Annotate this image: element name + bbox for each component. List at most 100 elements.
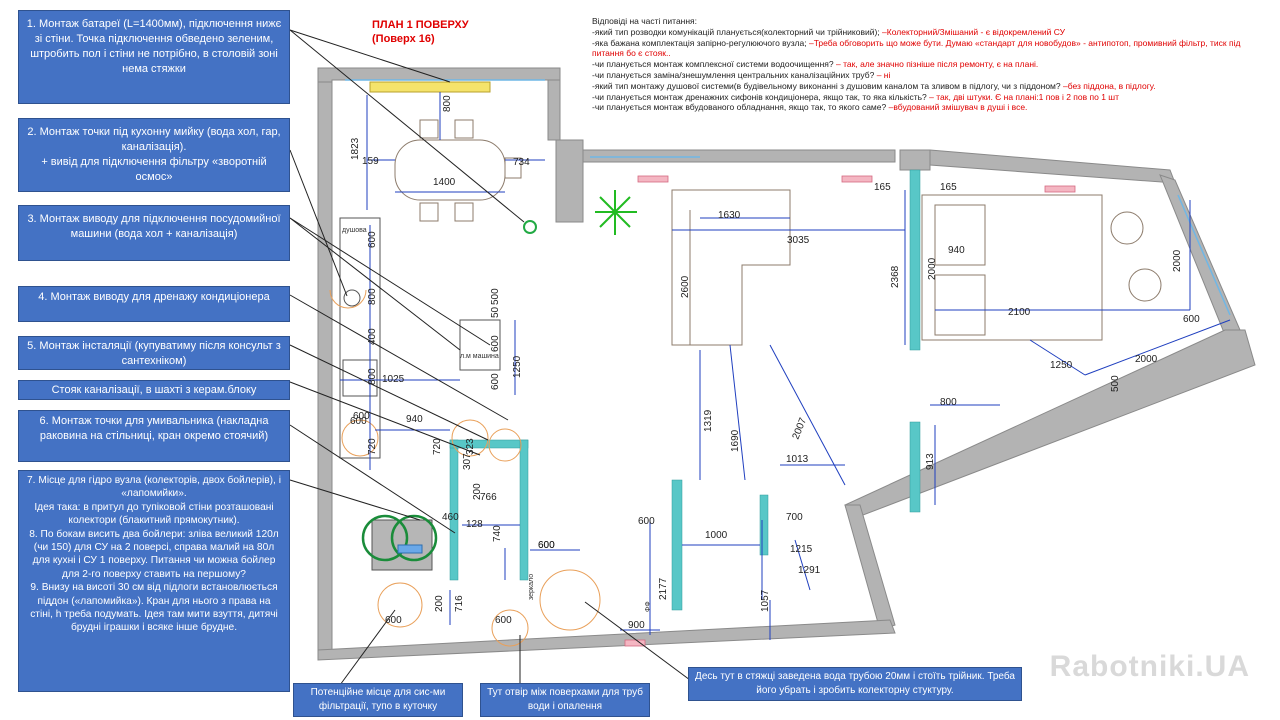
dim-label: 460 xyxy=(442,512,459,523)
dim-label: 2100 xyxy=(1008,307,1031,318)
radiator xyxy=(369,81,491,93)
leader-2 xyxy=(289,149,348,297)
dim-label: 600 xyxy=(350,416,367,427)
stove-icon xyxy=(342,359,378,397)
leader-5 xyxy=(289,344,489,441)
bed xyxy=(921,194,1162,341)
watermark-logo: Rabotniki.UA xyxy=(1049,650,1250,683)
note-sewer-riser: Стояк каналізації, в шахті з керам.блоку xyxy=(18,380,290,400)
armchair-2 xyxy=(1128,268,1162,302)
dim-label: 200 xyxy=(434,595,445,612)
kitchen-counter xyxy=(339,217,381,459)
faq-question: -чи планується заміна/знешумлення центра… xyxy=(592,69,875,80)
sofa xyxy=(671,189,791,346)
faq-answer: – так, дві штуки. Є на плані:1 пов і 2 п… xyxy=(929,91,1119,102)
window-3 xyxy=(1177,194,1231,316)
dim-label: 913 xyxy=(925,453,936,470)
dim-label: 1400 xyxy=(433,177,456,188)
bed-pillow-1 xyxy=(934,204,986,266)
dim-label: 734 xyxy=(513,157,530,168)
armchair-1 xyxy=(1110,211,1144,245)
leader-lines xyxy=(289,29,691,686)
wall-east-bottom xyxy=(844,329,1256,521)
dim-label: 600 xyxy=(385,615,402,626)
dim-label: 940 xyxy=(948,245,965,256)
room-label-shower: душова xyxy=(342,227,367,234)
dim-label: 1319 xyxy=(703,409,714,432)
dim-label: 600 xyxy=(538,540,555,551)
plan-title-line2: (Поверх 16) xyxy=(372,33,435,45)
note-kitchen-sink: 2. Монтаж точки під кухонну мийку (вода … xyxy=(18,118,290,192)
vent-3 xyxy=(1044,185,1076,193)
note-radiator: 1. Монтаж батареї (L=1400мм), підключенн… xyxy=(18,10,290,104)
leader-9 xyxy=(339,609,396,686)
leader-8 xyxy=(289,479,421,521)
faq-answers: Відповіді на часті питання: -який тип ро… xyxy=(592,16,1257,113)
faq-row: -яка бажана комплектація запірно-регулюю… xyxy=(592,38,1257,60)
wall-south-east xyxy=(844,504,896,631)
dim-label: 323 xyxy=(465,438,476,455)
dim-label: 766 xyxy=(480,492,497,503)
note-text: 4. Монтаж виводу для дренажу кондиціонер… xyxy=(38,291,270,303)
dim-label: 1690 xyxy=(730,429,741,452)
dim-label: 159 xyxy=(362,156,379,167)
washer-icon xyxy=(459,319,501,371)
dim-label: 600 xyxy=(495,615,512,626)
note-installation: 5. Монтаж інсталяції (купуватиму після к… xyxy=(18,336,290,370)
note-text: 7. Місце для гідро вузла (колекторів, дв… xyxy=(27,475,281,634)
chair-3 xyxy=(419,202,439,222)
note-text: Стояк каналізації, в шахті з керам.блоку xyxy=(51,384,257,396)
note-text: 6. Монтаж точки для умивальника (накладн… xyxy=(39,415,269,442)
room-label-mirror: зеркало xyxy=(528,574,535,600)
note-filtration: Потенційне місце для сис-ми фільтрації, … xyxy=(293,683,463,717)
dim-label: 600 xyxy=(367,231,378,248)
leader-1a xyxy=(289,29,451,83)
door-circle-3 xyxy=(488,428,522,462)
room-labels: душова л.м машина зеркало ФФ xyxy=(342,227,652,612)
note-text: 1. Монтаж батареї (L=1400мм), підключенн… xyxy=(26,18,282,75)
note-dishwasher: 3. Монтаж виводу для підключення посудом… xyxy=(18,205,290,261)
faq-row: -чи планується заміна/знешумлення центра… xyxy=(592,70,1257,81)
dim-label: 600 xyxy=(538,540,555,551)
plan-title-line1: ПЛАН 1 ПОВЕРХУ xyxy=(372,19,469,31)
faq-answer: –Колекторний/Змішаний - є відокремлений … xyxy=(882,26,1066,37)
door-circle-1 xyxy=(341,419,379,457)
dim-label: 400 xyxy=(367,328,378,345)
door-swings xyxy=(329,289,601,647)
dim-label: 1250 xyxy=(512,355,523,378)
faq-answer: – так, але значно пізніше після ремонту,… xyxy=(836,59,1039,70)
dim-label: 1630 xyxy=(718,210,741,221)
dim-label: 716 xyxy=(454,595,465,612)
dim-label: 1057 xyxy=(760,589,771,612)
boiler-large-icon xyxy=(361,514,409,562)
dim-label: 800 xyxy=(367,288,378,305)
dim-label: 200 xyxy=(472,483,483,500)
table-top xyxy=(394,139,506,201)
door-circle-6 xyxy=(491,609,529,647)
dim-label: 2000 xyxy=(927,257,938,280)
plant-icon xyxy=(595,190,637,235)
boiler-small-icon xyxy=(390,514,438,562)
faq-answer: –без піддона, в підлогу. xyxy=(1063,80,1156,91)
wall-north xyxy=(317,67,561,83)
note-ac-drain: 4. Монтаж виводу для дренажу кондиціонер… xyxy=(18,286,290,322)
dim-label: 307 xyxy=(462,453,473,470)
note-text: 5. Монтаж інсталяції (купуватиму після к… xyxy=(27,340,281,367)
sink-icon xyxy=(343,289,361,307)
vent-4 xyxy=(624,639,646,647)
faq-row: -який тип розводки комунікацій плануєтьс… xyxy=(592,27,1257,38)
dim-label: 1215 xyxy=(790,544,813,555)
wall-east-top xyxy=(929,149,1176,184)
faq-row: -чи планується монтаж комплексної систем… xyxy=(592,59,1257,70)
note-water-pipe: Десь тут в стяжці заведена вода трубою 2… xyxy=(688,667,1022,701)
door-circle-2 xyxy=(451,419,489,457)
leader-1b xyxy=(289,29,525,223)
partition-3 xyxy=(519,439,529,581)
connection-point-icon xyxy=(523,220,537,234)
dim-label: 1025 xyxy=(382,374,405,385)
note-hydro-unit: 7. Місце для гідро вузла (колекторів, дв… xyxy=(18,470,290,692)
note-floor-opening: Тут отвір між поверхами для труб води і … xyxy=(480,683,650,717)
wall-pillar xyxy=(547,79,561,141)
dim-label: 2007 xyxy=(791,416,810,441)
